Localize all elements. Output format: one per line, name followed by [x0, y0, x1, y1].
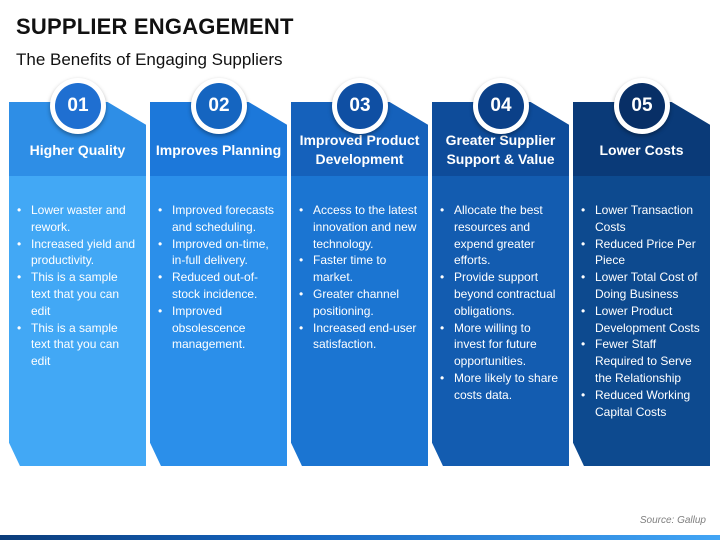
column-2: Improves Planning 02 Improved forecasts …	[150, 78, 287, 466]
bullet-item: More likely to share costs data.	[440, 370, 563, 404]
column-header-label: Improved Product Development	[299, 132, 420, 167]
bullet-item: Improved obsolescence management.	[158, 303, 281, 353]
column-5: Lower Costs 05 Lower Transaction Costs R…	[573, 78, 710, 466]
bullet-list: Improved forecasts and scheduling. Impro…	[150, 202, 287, 353]
column-4: Greater Supplier Support & Value 04 Allo…	[432, 78, 569, 466]
page-title: SUPPLIER ENGAGEMENT	[16, 14, 294, 39]
bullet-item: Increased yield and productivity.	[17, 236, 140, 270]
number-badge: 05	[614, 78, 670, 134]
bullet-item: Lower waster and rework.	[17, 202, 140, 236]
bullet-item: More willing to invest for future opport…	[440, 320, 563, 370]
bottom-accent-bar	[0, 535, 720, 540]
bullet-item: Reduced out-of-stock incidence.	[158, 269, 281, 303]
bullet-item: Increased end-user satisfaction.	[299, 320, 422, 354]
bullet-item: Lower Product Development Costs	[581, 303, 704, 337]
bullet-item: Allocate the best resources and expend g…	[440, 202, 563, 269]
bullet-item: Faster time to market.	[299, 252, 422, 286]
bullet-item: This is a sample text that you can edit	[17, 269, 140, 319]
number-badge: 03	[332, 78, 388, 134]
badge-number: 03	[337, 83, 383, 129]
bullet-item: Fewer Staff Required to Serve the Relati…	[581, 336, 704, 386]
column-1: Higher Quality 01 Lower waster and rewor…	[9, 78, 146, 466]
badge-number: 01	[55, 83, 101, 129]
column-3: Improved Product Development 03 Access t…	[291, 78, 428, 466]
source-note: Source: Gallup	[639, 515, 706, 526]
bullet-item: Reduced Working Capital Costs	[581, 387, 704, 421]
page-subtitle: The Benefits of Engaging Suppliers	[16, 50, 283, 69]
column-header-label: Higher Quality	[29, 141, 126, 158]
column-header-label: Greater Supplier Support & Value	[445, 132, 556, 167]
number-badge: 04	[473, 78, 529, 134]
badge-number: 04	[478, 83, 524, 129]
bullet-item: Access to the latest innovation and new …	[299, 202, 422, 252]
bullet-item: Provide support beyond contractual oblig…	[440, 269, 563, 319]
bullet-item: Reduced Price Per Piece	[581, 236, 704, 270]
badge-number: 02	[196, 83, 242, 129]
bullet-list: Allocate the best resources and expend g…	[432, 202, 569, 404]
badge-number: 05	[619, 83, 665, 129]
bullet-item: Greater channel positioning.	[299, 286, 422, 320]
number-badge: 01	[50, 78, 106, 134]
bullet-list: Lower waster and rework. Increased yield…	[9, 202, 146, 370]
bullet-item: This is a sample text that you can edit	[17, 320, 140, 370]
bullet-item: Lower Total Cost of Doing Business	[581, 269, 704, 303]
bullet-list: Access to the latest innovation and new …	[291, 202, 428, 353]
column-header-label: Lower Costs	[599, 141, 684, 158]
bullet-item: Lower Transaction Costs	[581, 202, 704, 236]
bullet-item: Improved forecasts and scheduling.	[158, 202, 281, 236]
number-badge: 02	[191, 78, 247, 134]
column-header-label: Improves Planning	[155, 141, 282, 158]
bullet-list: Lower Transaction Costs Reduced Price Pe…	[573, 202, 710, 420]
bullet-item: Improved on-time, in-full delivery.	[158, 236, 281, 270]
